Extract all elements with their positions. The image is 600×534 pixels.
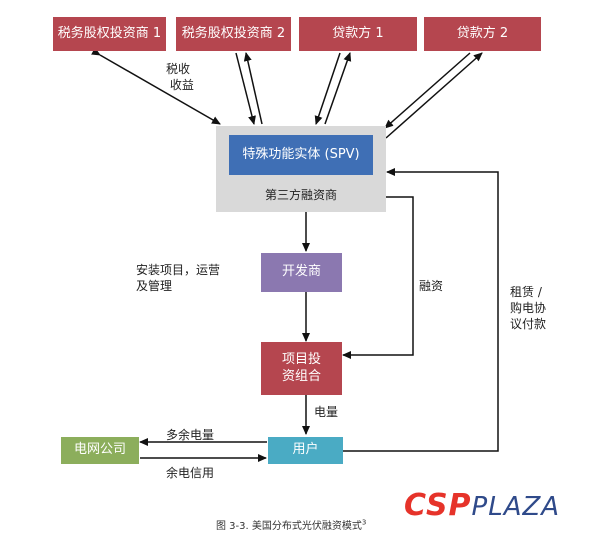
figure-caption-text: 图 3-3. 美国分布式光伏融资模式: [216, 521, 362, 532]
tax-income-label: 税收 收益: [166, 62, 194, 93]
electricity-label: 电量: [314, 405, 339, 419]
figure-caption: 图 3-3. 美国分布式光伏融资模式3: [216, 517, 366, 532]
user-box: 用户: [268, 437, 343, 464]
financing-label: 融资: [419, 279, 444, 293]
logo-csp-text: CSP: [404, 488, 472, 523]
figure-caption-footnote: 3: [361, 518, 367, 527]
grid-company-label: 电网公司: [73, 442, 126, 458]
user-label: 用户: [292, 442, 319, 458]
developer-label: 开发商: [281, 264, 321, 280]
third-party-financier-box: 特殊功能实体 (SPV) 第三方融资商: [216, 126, 386, 212]
third-party-financier-label: 第三方融资商: [264, 188, 337, 202]
spv-box: 特殊功能实体 (SPV): [229, 135, 373, 175]
install-operate-label: 安装项目，运营 及管理: [136, 263, 221, 294]
project-portfolio-box: 项目投 资组合: [261, 342, 342, 395]
lender-1-label: 贷款方 1: [332, 25, 384, 41]
surplus-electricity-label: 多余电量: [166, 428, 215, 442]
developer-box: 开发商: [261, 253, 342, 292]
lender-2-label: 贷款方 2: [456, 25, 509, 41]
cspplaza-logo: CSPPLAZA: [404, 488, 560, 523]
tax-equity-investor-1-label: 税务股权投资商 1: [57, 25, 162, 41]
surplus-credit-label: 余电信用: [166, 466, 215, 480]
project-portfolio-label: 项目投 资组合: [281, 352, 321, 384]
lender-1-box: 贷款方 1: [299, 17, 417, 51]
tax-equity-investor-2-label: 税务股权投资商 2: [181, 25, 286, 41]
lender-2-box: 贷款方 2: [424, 17, 541, 51]
spv-label: 特殊功能实体 (SPV): [242, 146, 360, 162]
logo-plaza-text: PLAZA: [471, 492, 561, 522]
lease-ppa-payment-label: 租赁 / 购电协 议付款: [510, 285, 547, 332]
tax-equity-investor-1-box: 税务股权投资商 1: [53, 17, 166, 51]
grid-company-box: 电网公司: [61, 437, 139, 464]
tax-equity-investor-2-box: 税务股权投资商 2: [176, 17, 291, 51]
